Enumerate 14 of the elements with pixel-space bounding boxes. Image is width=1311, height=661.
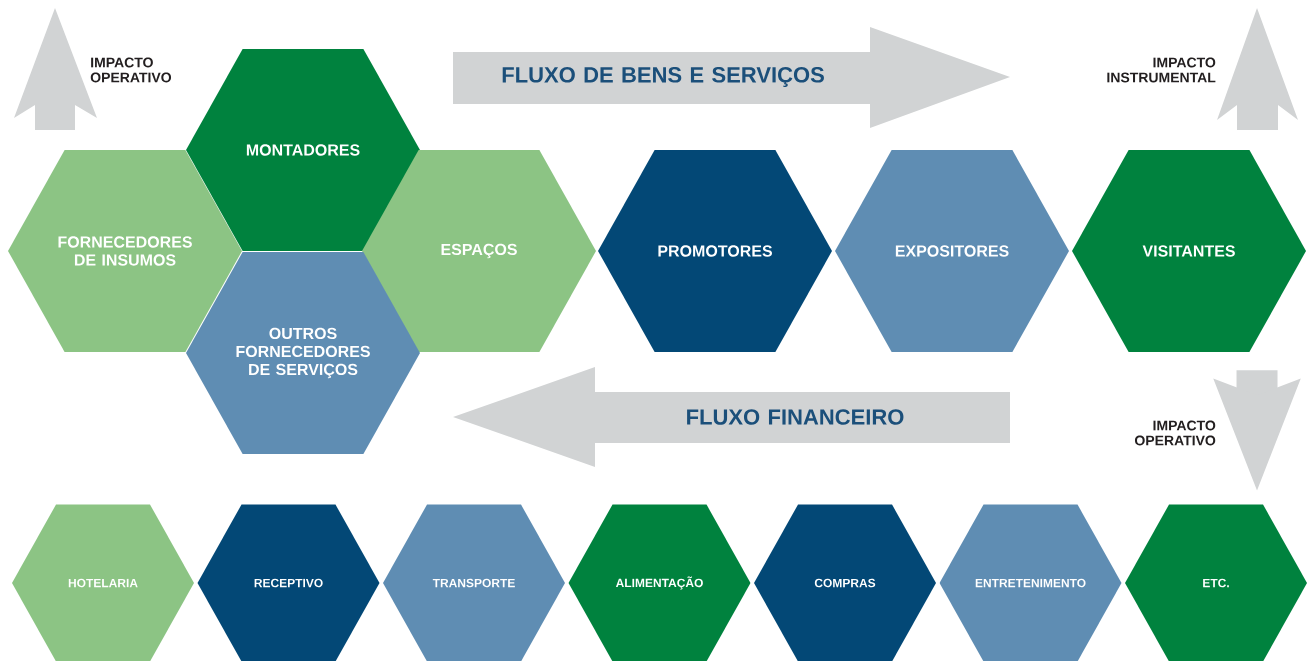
hexagon: COMPRAS	[754, 504, 936, 661]
hexagon: ETC.	[1125, 504, 1307, 661]
hexagon: OUTROS FORNECEDORES DE SERVIÇOS	[186, 252, 420, 454]
hexagon: VISITANTES	[1072, 150, 1306, 352]
impact-label: IMPACTO OPERATIVO	[1135, 420, 1216, 446]
hexagon: ALIMENTAÇÃO	[568, 504, 751, 661]
hexagon: RECEPTIVO	[197, 504, 380, 661]
impact-label: IMPACTO OPERATIVO	[90, 57, 172, 83]
hexagon: EXPOSITORES	[835, 150, 1069, 352]
hexagon: HOTELARIA	[12, 504, 194, 661]
hexagon: TRANSPORTE	[383, 504, 565, 661]
impact-label: IMPACTO INSTRUMENTAL	[1107, 57, 1216, 83]
hexagon: PROMOTORES	[598, 150, 832, 352]
hexagon: ENTRETENIMENTO	[939, 504, 1122, 661]
